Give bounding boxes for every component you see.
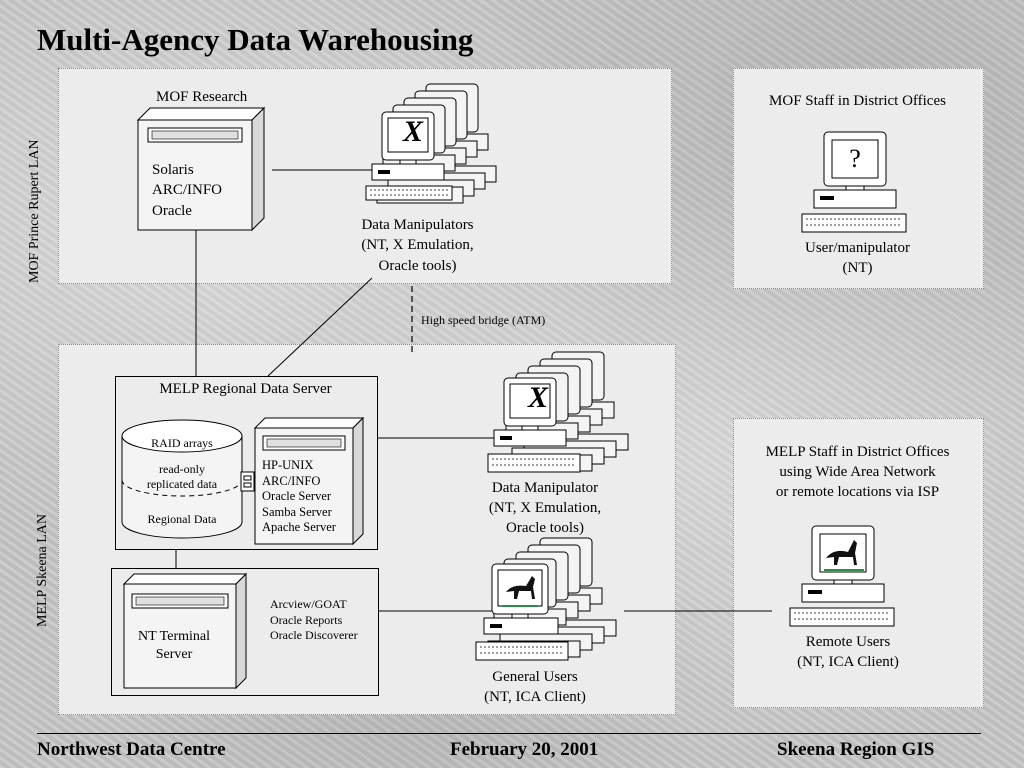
general-users-line-2: (NT, ICA Client) xyxy=(484,689,586,705)
x-window-icon: X xyxy=(402,115,423,148)
melp-server-os: HP-UNIX xyxy=(262,458,314,472)
melp-server-samba: Samba Server xyxy=(262,504,332,519)
server-tower-icon xyxy=(122,572,248,690)
footer-right: Skeena Region GIS xyxy=(777,739,935,760)
nt-terminal-line-1: NT Terminal xyxy=(138,629,210,644)
general-users-line-1: General Users xyxy=(492,669,578,685)
bridge-label: High speed bridge (ATM) xyxy=(421,313,546,327)
raid-label: RAID arrays xyxy=(151,436,213,450)
mof-server-software: ARC/INFO xyxy=(152,182,223,198)
workstation-stack-x xyxy=(365,83,497,204)
footer-left: Northwest Data Centre xyxy=(37,739,226,760)
mof-research-label: MOF Research xyxy=(156,89,248,105)
melp-server-apache: Apache Server xyxy=(262,520,336,534)
melp-server-oracle: Oracle Server xyxy=(262,489,332,503)
question-icon: ? xyxy=(849,144,861,173)
data-manipulator-line-1: Data Manipulator xyxy=(491,480,599,496)
melp-staff-line-3: or remote locations via ISP xyxy=(775,484,940,500)
remote-users-line-2: (NT, ICA Client) xyxy=(797,654,899,670)
data-manipulators-line-1: Data Manipulators xyxy=(361,217,474,233)
data-manipulators-line-3: Oracle tools) xyxy=(378,258,457,274)
mof-staff-title: MOF Staff in District Offices xyxy=(769,93,946,109)
app-arcview: Arcview/GOAT xyxy=(270,597,347,611)
regional-data-label: Regional Data xyxy=(147,512,217,526)
mof-staff-line-2: (NT) xyxy=(842,260,873,276)
connector-icon xyxy=(240,471,255,492)
server-tower-icon xyxy=(253,416,365,546)
goat-icon xyxy=(789,525,895,627)
workstation-stack-goat xyxy=(475,537,617,661)
nt-terminal-line-2: Server xyxy=(155,647,193,662)
melp-staff-line-1: MELP Staff in District Offices xyxy=(765,444,950,460)
mof-server-database: Oracle xyxy=(152,203,192,219)
data-manipulators-line-2: (NT, X Emulation, xyxy=(361,237,474,253)
x-window-icon: X xyxy=(527,381,548,414)
app-oracle-discoverer: Oracle Discoverer xyxy=(270,628,358,642)
data-manipulator-line-2: (NT, X Emulation, xyxy=(488,500,602,516)
readonly-line-1: read-only xyxy=(159,462,205,476)
workstation-stack-x xyxy=(487,351,629,473)
page-title: Multi-Agency Data Warehousing xyxy=(37,22,474,57)
footer-divider xyxy=(37,733,981,734)
mof-staff-line-1: User/manipulator xyxy=(805,240,910,256)
footer-date: February 20, 2001 xyxy=(450,739,599,760)
melp-server-title: MELP Regional Data Server xyxy=(159,381,332,397)
mof-server-os: Solaris xyxy=(152,162,194,178)
app-oracle-reports: Oracle Reports xyxy=(270,612,343,627)
melp-server-gis: ARC/INFO xyxy=(262,473,321,488)
workstation-icon xyxy=(801,131,907,233)
data-manipulator-line-3: Oracle tools) xyxy=(506,520,584,536)
remote-users-line-1: Remote Users xyxy=(805,634,891,650)
server-tower-icon xyxy=(136,106,266,232)
readonly-line-2: replicated data xyxy=(146,477,218,491)
raid-cylinder-icon xyxy=(121,419,243,539)
melp-staff-line-2: using Wide Area Network xyxy=(779,464,936,480)
